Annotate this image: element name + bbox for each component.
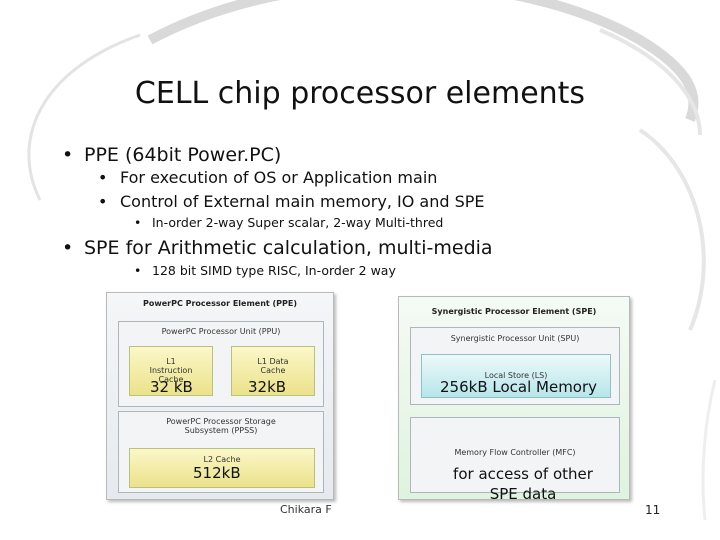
bullet-ppe-sub2-text: Control of External main memory, IO and … bbox=[120, 192, 485, 211]
spu-label: Synergistic Processor Unit (SPU) bbox=[450, 334, 580, 343]
ppss-label: PowerPC Processor Storage Subsystem (PPS… bbox=[166, 417, 276, 435]
mfc-note: for access of other SPE data bbox=[453, 465, 593, 503]
ls-label: Local Store (LS) bbox=[484, 371, 548, 380]
l1d-size-label: 32kB bbox=[248, 378, 287, 396]
l1i-size-label: 32 kB bbox=[150, 378, 193, 396]
page-number: 11 bbox=[645, 503, 661, 517]
mfc-label: Memory Flow Controller (MFC) bbox=[454, 448, 576, 457]
spe-diagram: Synergistic Processor Element (SPE) Syne… bbox=[398, 296, 630, 500]
bullet-spe-sub1: •128 bit SIMD type RISC, In-order 2 way bbox=[134, 263, 396, 278]
bullet-ppe-text: PPE (64bit Power.PC) bbox=[84, 144, 282, 166]
l2-label: L2 Cache bbox=[203, 455, 241, 464]
l2-cache: L2 Cache bbox=[129, 448, 315, 488]
bullet-ppe-sub1-text: For execution of OS or Application main bbox=[120, 168, 438, 187]
ppu-box: PowerPC Processor Unit (PPU) L1 Instruct… bbox=[118, 321, 324, 407]
ppe-diagram: PowerPC Processor Element (PPE) PowerPC … bbox=[106, 292, 334, 500]
ppu-label: PowerPC Processor Unit (PPU) bbox=[161, 327, 281, 336]
bullet-ppe-sub2: •Control of External main memory, IO and… bbox=[98, 192, 485, 211]
bullet-ppe-sub3-text: In-order 2-way Super scalar, 2-way Multi… bbox=[152, 215, 444, 230]
slide-title: CELL chip processor elements bbox=[134, 76, 586, 111]
footer-author: Chikara F bbox=[280, 503, 332, 516]
ppe-title: PowerPC Processor Element (PPE) bbox=[142, 299, 298, 308]
bullet-spe-sub1-text: 128 bit SIMD type RISC, In-order 2 way bbox=[152, 263, 396, 278]
l1-instruction-cache: L1 Instruction Cache bbox=[129, 346, 213, 396]
l1i-label: L1 Instruction Cache bbox=[149, 357, 193, 384]
bullet-spe-text: SPE for Arithmetic calculation, multi-me… bbox=[84, 237, 493, 259]
bullet-ppe-sub1: •For execution of OS or Application main bbox=[98, 168, 438, 187]
local-store: Local Store (LS) bbox=[421, 354, 611, 398]
l1-data-cache: L1 Data Cache bbox=[231, 346, 315, 396]
ls-size-label: 256kB Local Memory bbox=[440, 378, 598, 396]
bullet-spe: •SPE for Arithmetic calculation, multi-m… bbox=[62, 237, 493, 259]
l1d-label: L1 Data Cache bbox=[257, 357, 289, 375]
ppss-box: PowerPC Processor Storage Subsystem (PPS… bbox=[118, 411, 324, 493]
bullet-ppe: •PPE (64bit Power.PC) bbox=[62, 144, 282, 166]
spu-box: Synergistic Processor Unit (SPU) Local S… bbox=[410, 327, 620, 405]
l2-size-label: 512kB bbox=[193, 464, 241, 482]
spe-title: Synergistic Processor Element (SPE) bbox=[431, 307, 597, 316]
mfc-box: Memory Flow Controller (MFC) bbox=[410, 417, 620, 493]
bullet-ppe-sub3: •In-order 2-way Super scalar, 2-way Mult… bbox=[134, 215, 444, 230]
